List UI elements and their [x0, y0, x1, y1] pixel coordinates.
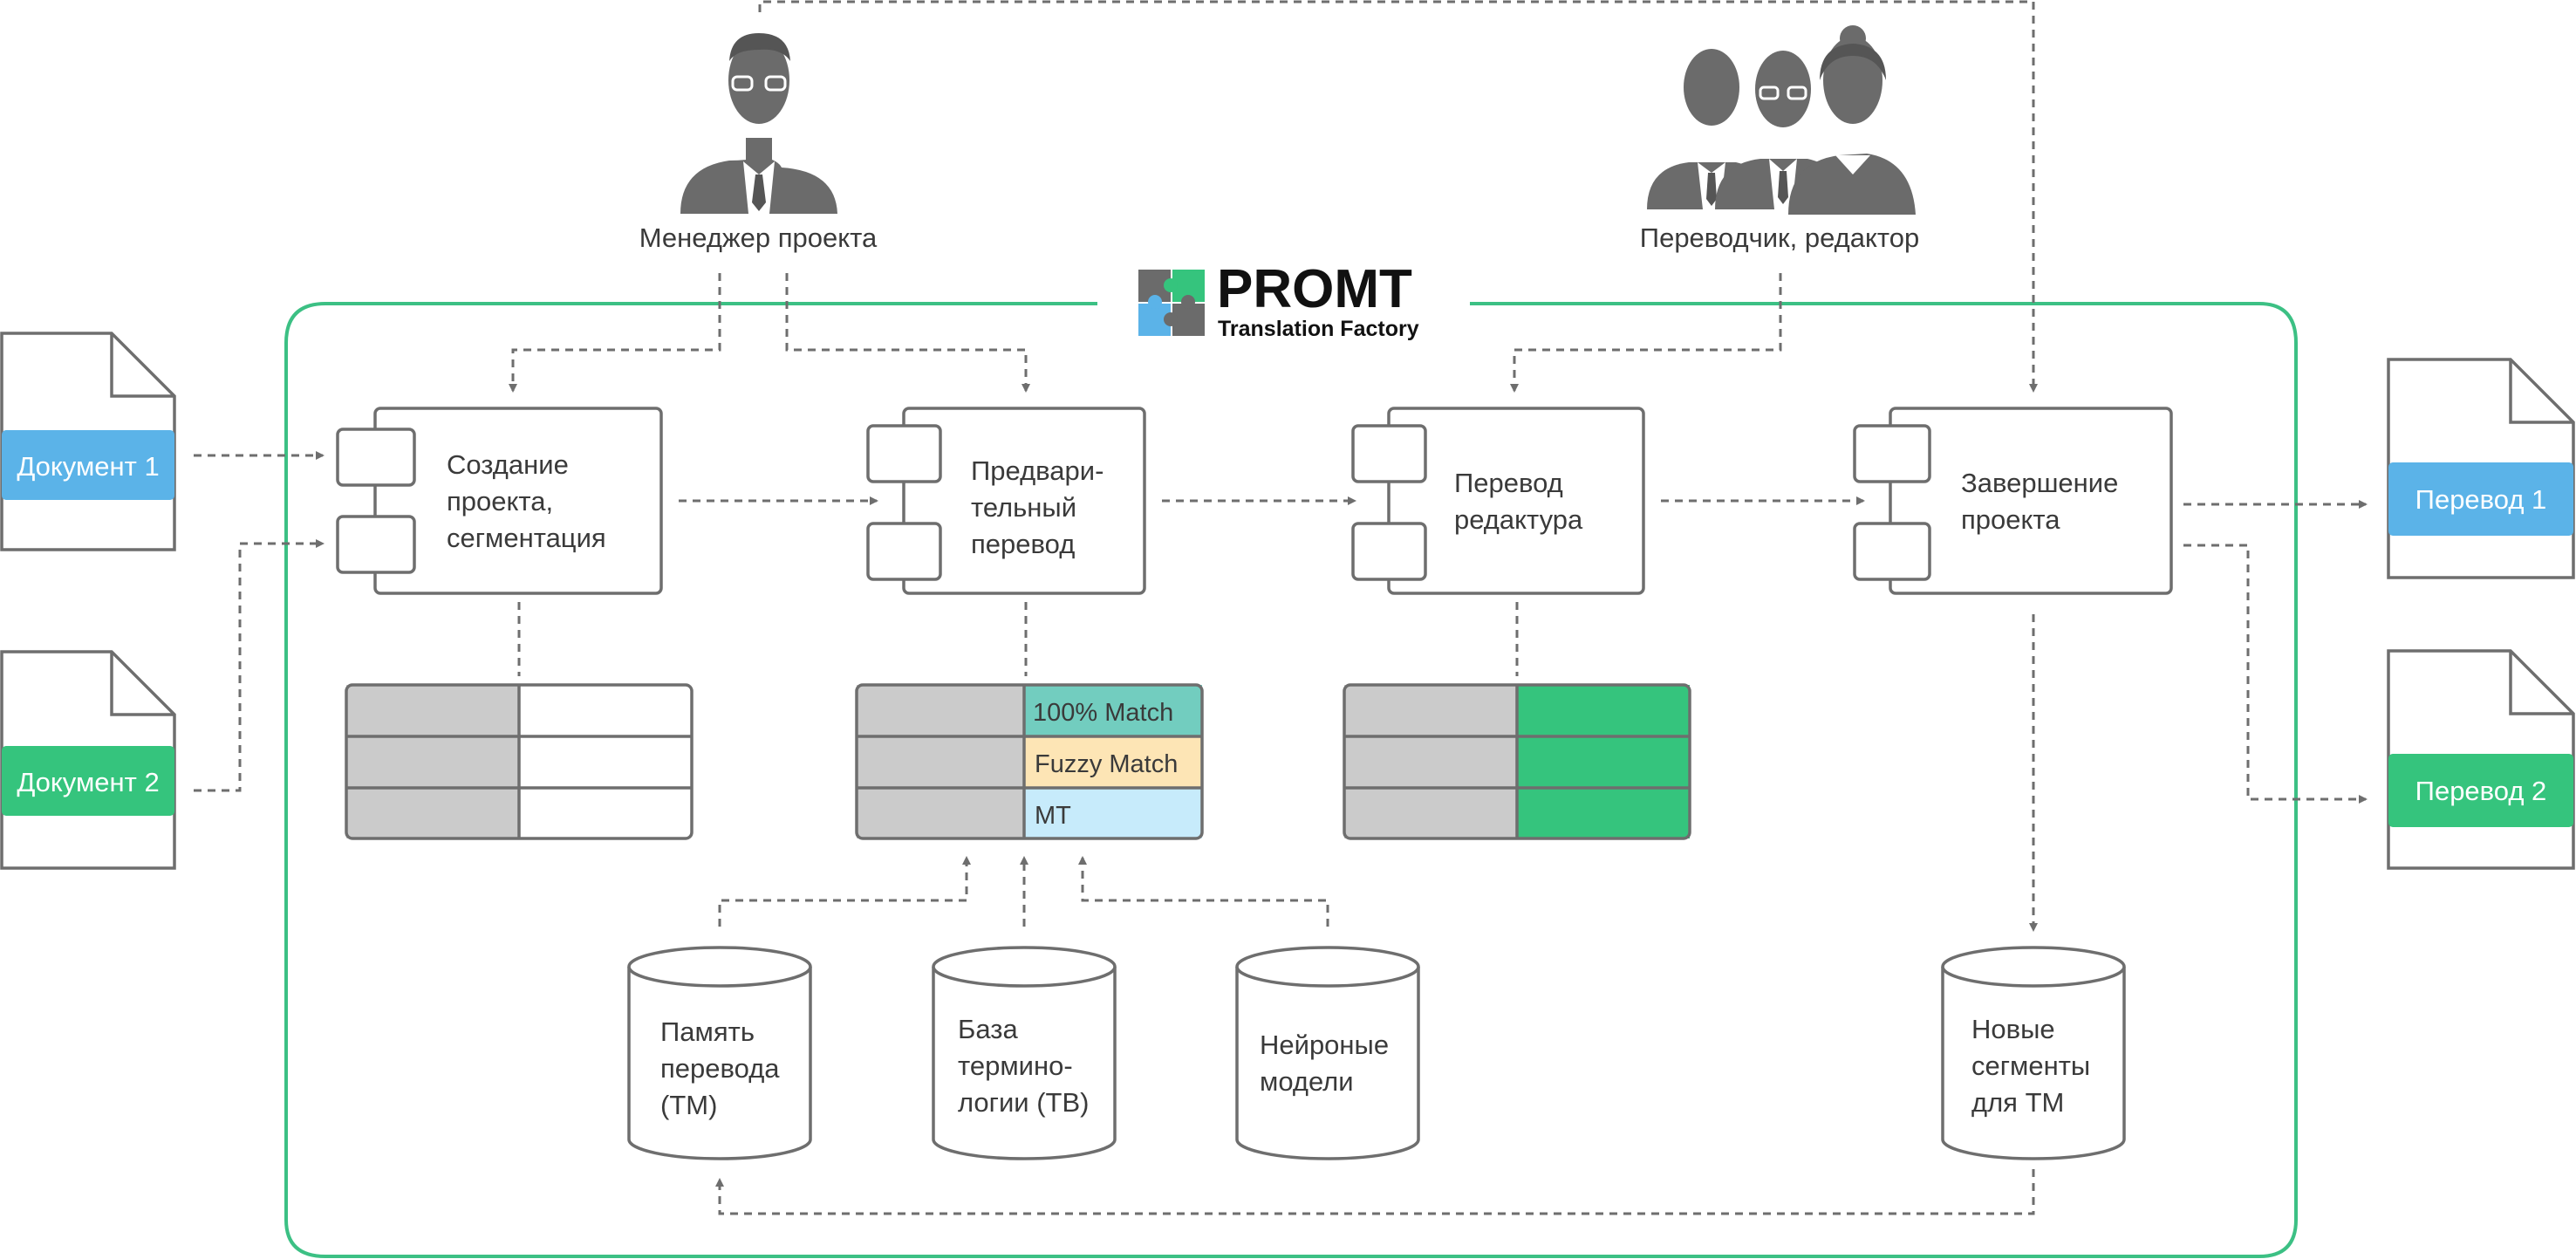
svg-text:перевода: перевода	[660, 1053, 780, 1084]
svg-text:Нейроные: Нейроные	[1260, 1030, 1389, 1060]
svg-text:Новые: Новые	[1971, 1014, 2055, 1044]
svg-text:Предвари-: Предвари-	[971, 455, 1104, 486]
translation-2-label: Перевод 2	[2415, 776, 2547, 806]
db-tm-line-2: перевода	[660, 1053, 780, 1084]
step-pretranslation: Предвари- тельный перевод	[866, 407, 1146, 595]
svg-text:перевод: перевод	[971, 529, 1075, 559]
svg-text:Перевод: Перевод	[1454, 468, 1563, 498]
svg-text:проекта,: проекта,	[447, 486, 553, 517]
step-complete-project: Завершение проекта	[1853, 407, 2173, 595]
mt-cell	[1024, 788, 1202, 838]
fuzzy-match-cell	[1024, 736, 1202, 788]
connectors	[194, 0, 2368, 1215]
fuzzy-match-label: Fuzzy Match	[1035, 750, 1178, 778]
svg-text:термино-: термино-	[958, 1050, 1073, 1081]
step-edit-line-2: редактура	[1454, 504, 1583, 535]
svg-text:Создание: Создание	[447, 449, 569, 480]
svg-text:Память: Память	[660, 1016, 755, 1047]
manager-label: Менеджер проекта	[639, 222, 878, 253]
document-2-badge	[2, 746, 174, 816]
step-pretrans-line-2: тельный	[971, 492, 1076, 523]
logo-subtitle: Translation Factory	[1218, 317, 1419, 341]
document-2-label: Документ 2	[17, 767, 159, 797]
manager-icon	[680, 33, 837, 214]
db-tb-line-2: термино-	[958, 1050, 1073, 1081]
step-pretrans-line-3: перевод	[971, 529, 1075, 559]
step-edit-line-1: Перевод	[1454, 468, 1563, 498]
db-nm-line-1: Нейроные	[1260, 1030, 1389, 1060]
db-tb-line-1: База	[958, 1014, 1018, 1044]
step-create-line-3: сегментация	[447, 523, 606, 553]
document-1-label: Документ 1	[17, 451, 159, 482]
db-new-segments: Новые сегменты для TM	[1941, 946, 2126, 1160]
step-create-project: Создание проекта, сегментация	[336, 407, 663, 595]
db-ns-line-2: сегменты	[1971, 1050, 2090, 1081]
promt-logo: PROMT Translation Factory	[1138, 259, 1419, 341]
db-tm-line-3: (TM)	[660, 1090, 717, 1120]
db-terminology: База термино- логии (TB)	[932, 946, 1117, 1160]
step-complete-line-1: Завершение	[1961, 468, 2118, 498]
svg-text:логии (TB): логии (TB)	[958, 1087, 1090, 1118]
db-ns-line-3: для TM	[1971, 1087, 2064, 1118]
svg-text:Завершение: Завершение	[1961, 468, 2118, 498]
puzzle-icon	[1138, 270, 1205, 336]
svg-text:(TM): (TM)	[660, 1090, 717, 1120]
db-nm-line-2: модели	[1260, 1066, 1354, 1097]
svg-text:тельный: тельный	[971, 492, 1076, 523]
svg-text:редактура: редактура	[1454, 504, 1583, 535]
step-create-line-2: проекта,	[447, 486, 553, 517]
factory-frame	[284, 302, 2298, 1258]
exact-match-cell	[1024, 685, 1202, 736]
db-tm-line-1: Память	[660, 1016, 755, 1047]
translation-1: Перевод 1	[2387, 358, 2575, 579]
db-neural-models: Нейроные модели	[1235, 946, 1420, 1160]
translation-2-badge	[2388, 754, 2573, 827]
svg-text:модели: модели	[1260, 1066, 1354, 1097]
logo-brand: PROMT	[1217, 259, 1412, 319]
svg-text:База: База	[958, 1014, 1018, 1044]
step-translation-editing: Перевод редактура	[1351, 407, 1645, 595]
segment-table-3	[1343, 683, 1691, 840]
segment-table-1	[345, 683, 694, 840]
db-tb-line-3: логии (TB)	[958, 1087, 1090, 1118]
mt-label: MT	[1035, 802, 1071, 830]
translation-2: Перевод 2	[2387, 649, 2575, 870]
translator-label: Переводчик, редактор	[1640, 222, 1919, 253]
document-2: Документ 2	[0, 650, 176, 870]
step-create-line-1: Создание	[447, 449, 569, 480]
translators-icon	[1647, 25, 1916, 215]
svg-text:сегментация: сегментация	[447, 523, 606, 553]
svg-text:для TM: для TM	[1971, 1087, 2064, 1118]
match-table: 100% Match Fuzzy Match MT	[855, 683, 1204, 840]
db-ns-line-1: Новые	[1971, 1014, 2055, 1044]
db-translation-memory: Память перевода (TM)	[627, 946, 812, 1160]
translation-1-badge	[2388, 462, 2573, 536]
svg-text:сегменты: сегменты	[1971, 1050, 2090, 1081]
document-1: Документ 1	[0, 332, 176, 551]
step-complete-line-2: проекта	[1961, 504, 2060, 535]
step-pretrans-line-1: Предвари-	[971, 455, 1104, 486]
exact-match-label: 100% Match	[1033, 699, 1173, 727]
svg-text:проекта: проекта	[1961, 504, 2060, 535]
translation-1-label: Перевод 1	[2415, 484, 2547, 515]
document-1-badge	[2, 430, 174, 500]
